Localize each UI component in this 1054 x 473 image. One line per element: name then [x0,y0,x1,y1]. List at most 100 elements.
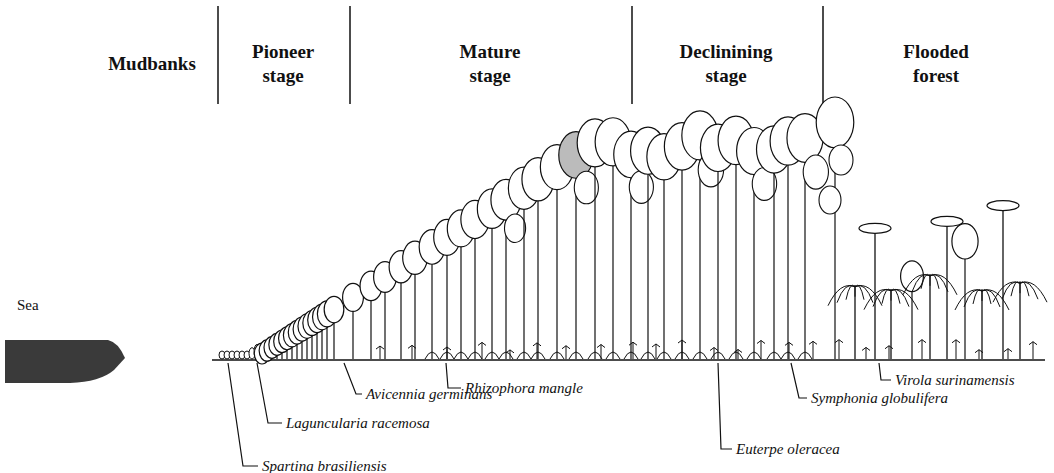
tree-illustration [537,192,538,359]
tree-illustration [431,257,432,359]
tree-illustration [862,347,870,359]
tree-illustration [993,282,1020,302]
tree-illustration [717,162,718,359]
stage-heading: Mature stage [460,40,521,88]
tree-illustration [400,276,401,359]
tree-illustration [641,352,655,359]
tree-illustration [929,276,930,359]
tree-illustration [946,221,947,359]
tree-illustration [594,157,595,359]
tree-illustration [647,165,648,359]
tree-illustration [384,286,385,359]
tree-illustration [855,285,873,302]
tree-illustration [757,340,765,359]
tree-illustration [624,352,638,359]
tree-illustration [735,155,736,359]
tree-illustration [773,164,774,359]
tree-illustration [693,352,707,359]
tree-illustration [499,352,513,359]
tree-illustration [376,346,384,359]
stage-heading: Flooded forest [903,40,968,88]
tree-illustration [964,290,982,307]
tree-illustration [597,345,605,359]
tree-illustration [446,248,447,359]
tree-illustration [629,171,653,204]
tree-illustration [734,349,742,359]
tree-illustration [678,340,686,359]
stage-heading: Mudbanks [108,52,196,76]
tree-illustration [798,352,812,359]
species-label: Euterpe oleracea [736,440,840,458]
tree-illustration [710,348,718,359]
tree-illustration [460,240,461,359]
stage-heading: Declinining stage [680,40,773,88]
tree-illustration [873,289,891,306]
tree-illustration [478,342,486,359]
tree-illustration [333,317,334,359]
species-label: Virola surinamensis [895,371,1015,389]
ground-line [212,359,1045,361]
tree-illustration [1029,342,1037,359]
leader-line [791,363,807,398]
trees [219,97,1047,364]
tree-illustration [767,352,781,359]
tree-illustration [890,291,891,359]
tree-illustration [921,274,930,288]
tree-illustration [781,352,795,359]
tree-illustration [901,261,924,292]
tree-illustration [931,216,963,226]
tree-illustration [829,145,853,175]
tree-illustration [955,290,982,310]
tree-illustration [837,285,855,302]
tree-illustration [699,150,700,359]
leader-lines [228,363,891,466]
tree-illustration [729,352,743,359]
stage-divider [822,6,824,104]
tree-illustration [918,340,926,359]
tree-illustration [912,275,930,292]
species-label: Laguncularia racemosa [286,414,430,432]
tree-illustration [982,290,991,304]
tree-illustration [885,346,893,359]
tree-illustration [485,352,499,359]
tree-illustration [854,287,855,359]
tree-illustration [891,289,900,303]
tree-illustration [816,97,854,148]
tree-illustration [975,350,983,359]
tree-illustration [414,268,415,359]
tree-illustration [747,352,761,359]
stage-divider [631,6,633,104]
tree-illustration [454,352,468,359]
tree-illustration [787,156,788,359]
tree-illustration [468,352,482,359]
leader-line [257,363,282,423]
tree-illustration [657,352,671,359]
tree-illustration [804,153,805,359]
tree-illustration [352,306,353,359]
tree-illustration [1002,282,1020,299]
tree-illustration [408,345,416,359]
leader-line [228,363,258,466]
tree-illustration [474,231,475,359]
tree-illustration [550,352,564,359]
tree-illustration [370,295,371,359]
tree-illustration [864,289,891,309]
tree-illustration [556,181,557,359]
tree-illustration [903,275,930,295]
tree-illustration [930,275,957,295]
tree-illustration [855,285,864,299]
tree-illustration [835,340,843,359]
tree-illustration [803,155,828,189]
tree-illustration [982,290,1000,307]
tree-illustration [606,352,620,359]
species-label: Spartina brasiliensis [262,457,387,473]
tree-illustration [1019,283,1020,359]
stage-heading: Pioneer stage [252,40,314,88]
tree-illustration [663,171,664,359]
tree-illustration [785,342,793,359]
tree-illustration [1002,206,1003,359]
tree-illustration [324,296,344,323]
leader-line [344,363,362,394]
leader-line [879,363,891,380]
tree-illustration [952,340,960,359]
